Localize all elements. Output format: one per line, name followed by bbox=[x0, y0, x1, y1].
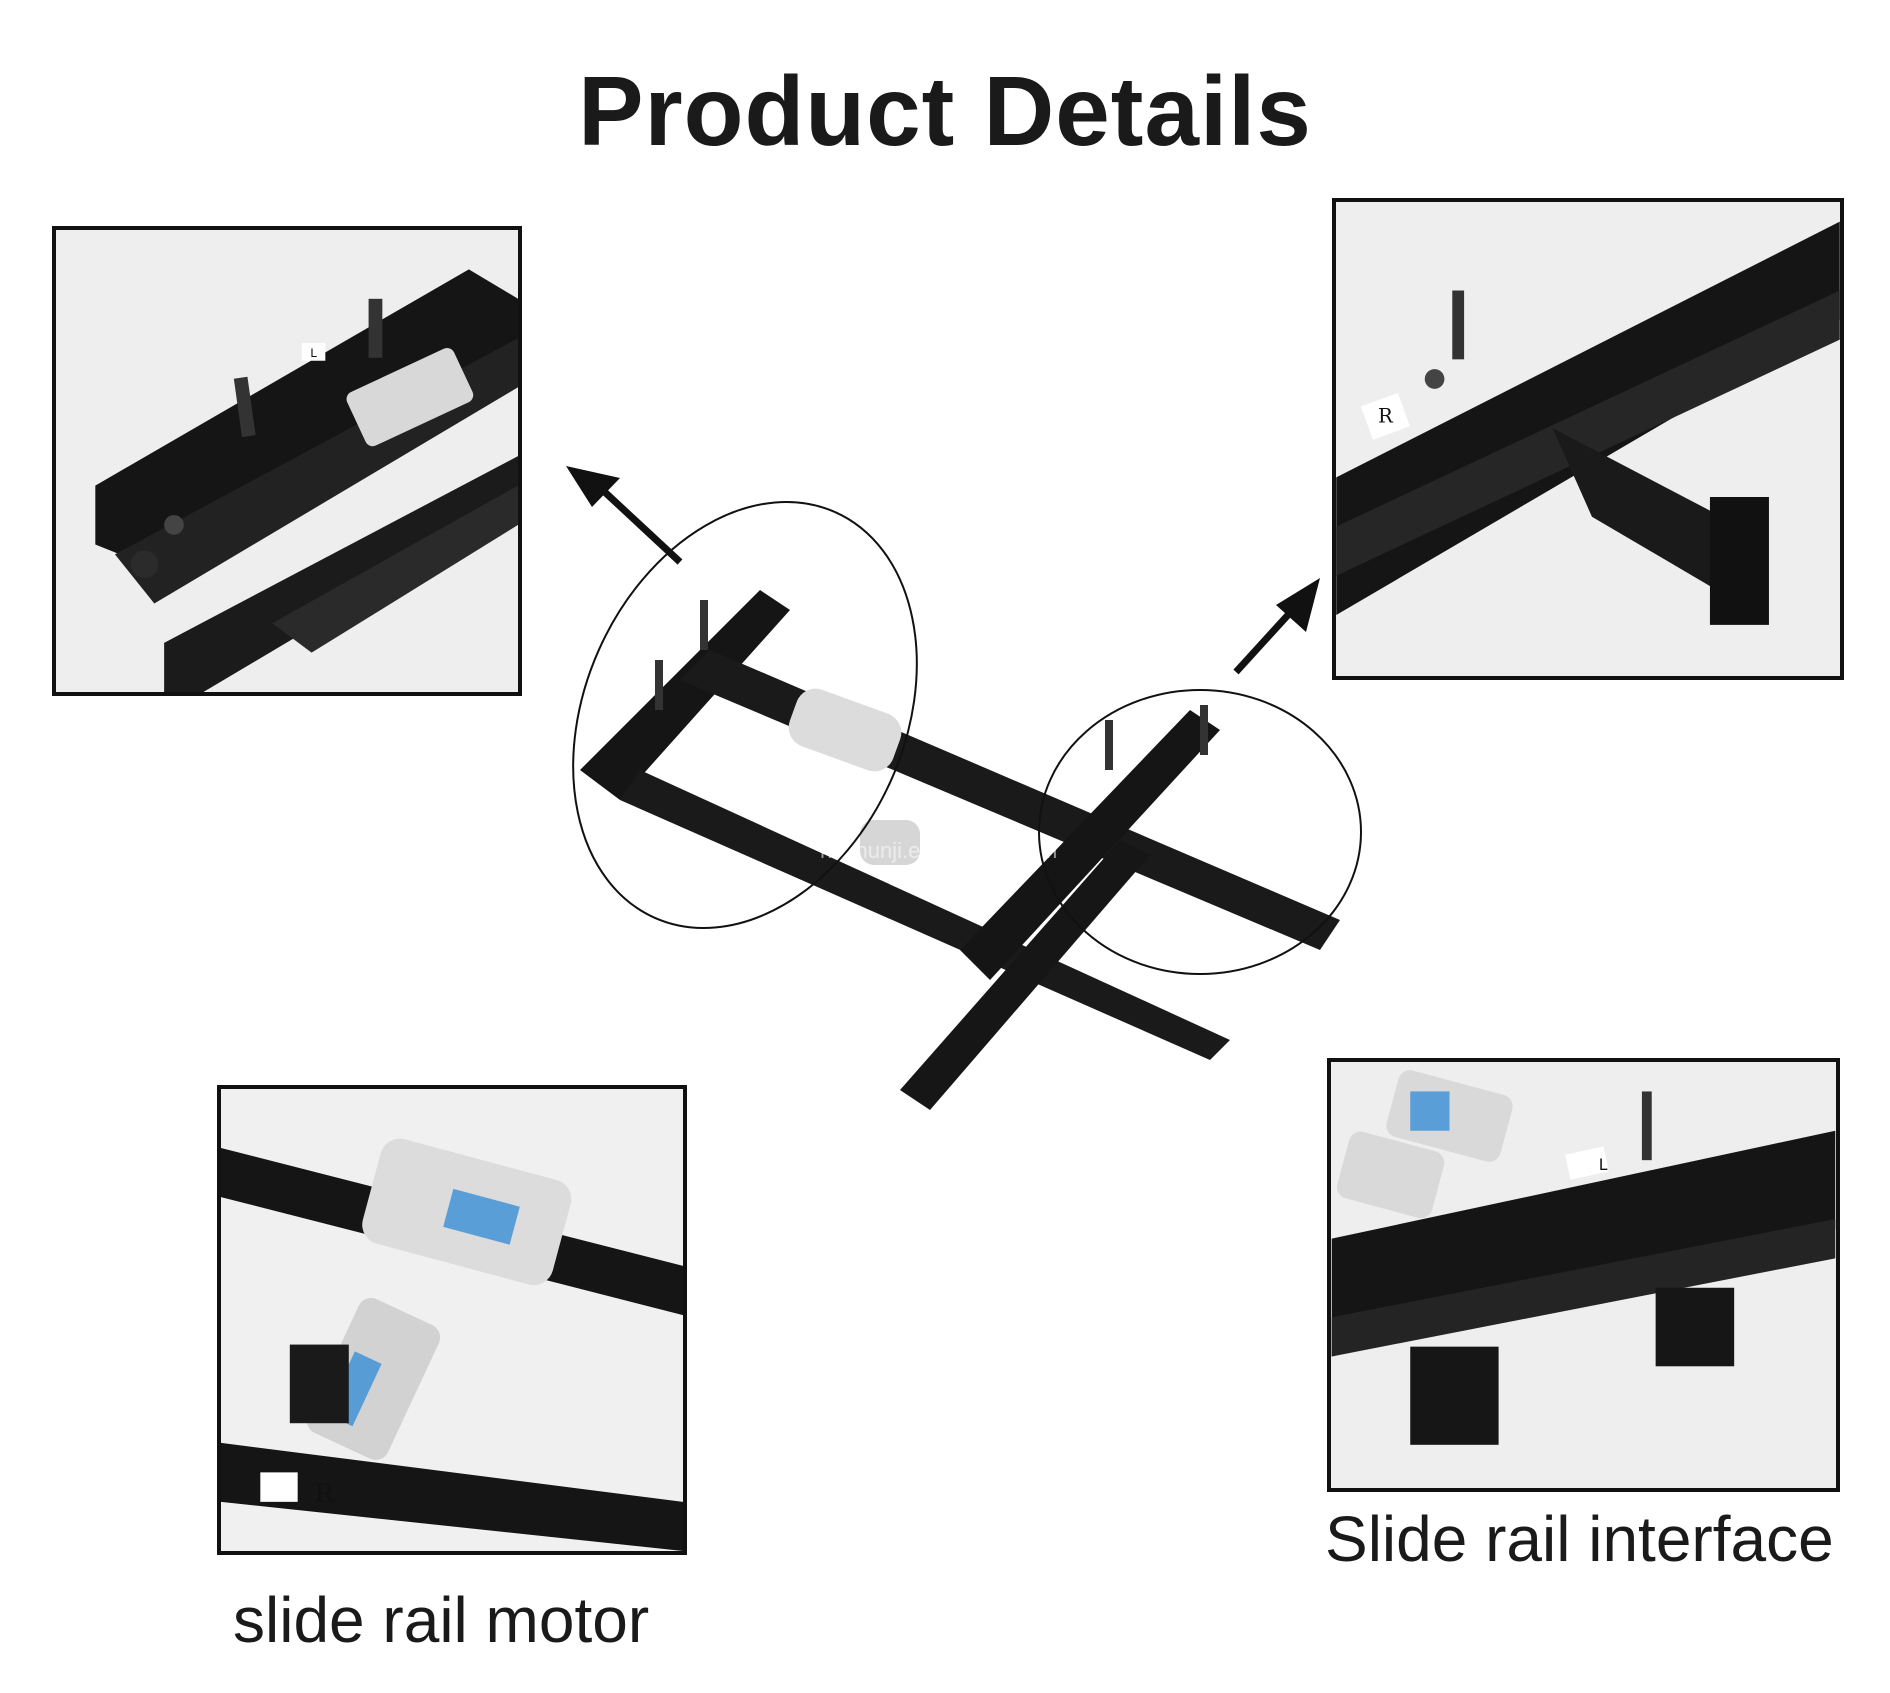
label-right-tag: R bbox=[1378, 404, 1394, 427]
detail-photo-bottom-left: R bbox=[217, 1085, 687, 1555]
motor-closeup-image: R bbox=[221, 1089, 683, 1551]
page-title: Product Details bbox=[578, 56, 1312, 166]
caption-slide-rail-motor: slide rail motor bbox=[233, 1584, 650, 1656]
detail-photo-top-right: R bbox=[1332, 198, 1844, 680]
rail-closeup-left-image: L bbox=[56, 230, 518, 692]
label-left-tag: L bbox=[310, 346, 317, 360]
detail-photo-bottom-right: L bbox=[1327, 1058, 1840, 1492]
label-motor-tag: R bbox=[314, 1479, 334, 1509]
interface-closeup-image: L bbox=[1331, 1062, 1836, 1488]
label-interface-tag: L bbox=[1599, 1155, 1608, 1174]
rail-closeup-right-image: R bbox=[1336, 202, 1840, 676]
caption-slide-rail-interface: Slide rail interface bbox=[1325, 1503, 1834, 1575]
product-main-image bbox=[580, 590, 1340, 1110]
watermark: nbchunji.en.alibaba.com bbox=[820, 838, 1058, 863]
detail-photo-top-left: L bbox=[52, 226, 522, 696]
